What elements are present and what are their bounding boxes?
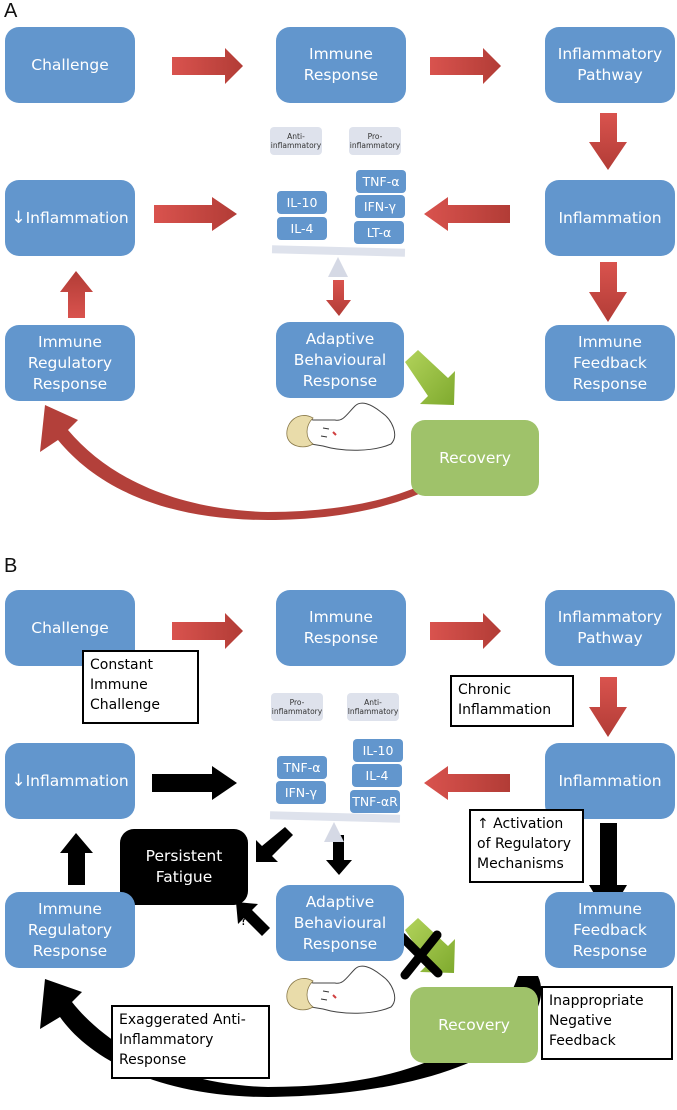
inflammatory-pathway-box: Inflammatory Pathway — [545, 27, 675, 103]
immune-regulatory-response-box: Immune Regulatory Response — [5, 325, 135, 401]
decrease-arrow-icon: ↓ — [11, 207, 26, 228]
chronic-inflammation-note: Chronic Inflammation — [450, 675, 574, 727]
constant-immune-challenge-note: Constant Immune Challenge — [82, 650, 199, 724]
immune-response-box: Immune Response — [276, 27, 406, 103]
arrow-feedback-to-regulatory-curve — [40, 976, 542, 1097]
question-mark: ? — [240, 913, 248, 929]
blocked-x-icon — [397, 930, 443, 980]
cytokine-il4: IL-4 — [352, 764, 402, 787]
decreased-inflammation-box: ↓Inflammation — [5, 743, 135, 819]
arrow-decrease-to-balance — [152, 766, 237, 800]
decrease-arrow-icon: ↓ — [11, 770, 26, 791]
balance-fulcrum — [324, 822, 344, 842]
cytokine-ifn-gamma: IFN-γ — [276, 781, 326, 804]
activation-regulatory-mechanisms-note: ↑ Activation of Regulatory Mechanisms — [469, 809, 584, 883]
cytokine-tnf-alpha: TNF-α — [356, 170, 406, 193]
arrow-challenge-to-immune-response — [172, 48, 243, 84]
arrow-pathway-to-inflammation — [589, 113, 627, 170]
balance-fulcrum — [328, 257, 348, 277]
sleeping-person-illustration — [286, 402, 396, 451]
adaptive-behavioural-response-box: Adaptive Behavioural Response — [276, 885, 404, 961]
immune-feedback-response-box: Immune Feedback Response — [545, 892, 675, 968]
panel-b-label: B — [4, 555, 18, 577]
arrow-regulatory-to-decrease — [60, 833, 93, 885]
arrow-inflammation-to-balance — [424, 766, 510, 800]
arrow-pathway-to-inflammation — [589, 677, 627, 737]
anti-inflammatory-tag: Anti- inflammatory — [270, 127, 322, 155]
arrow-decrease-to-balance — [154, 197, 237, 231]
sleeping-person-illustration — [286, 965, 396, 1014]
inappropriate-negative-feedback-note: Inappropriate Negative Feedback — [541, 986, 673, 1060]
immune-regulatory-response-box: Immune Regulatory Response — [5, 892, 135, 968]
arrow-challenge-to-immune-response — [172, 613, 243, 649]
cytokine-lt-alpha: LT-α — [354, 221, 404, 244]
arrow-immune-to-pathway — [430, 48, 501, 84]
cytokine-tnf-alpha-r: TNF-αR — [350, 790, 400, 813]
arrow-balance-to-adaptive — [326, 280, 351, 316]
arrow-adaptive-to-recovery — [405, 350, 455, 405]
arrow-immune-to-pathway — [430, 613, 501, 649]
panel-b-arrows — [40, 613, 627, 1097]
challenge-box: Challenge — [5, 27, 135, 103]
inflammation-box: Inflammation — [545, 743, 675, 819]
arrow-adaptive-to-fatigue — [236, 902, 270, 936]
panel-a: A Challenge Immune Response Inflammatory… — [4, 0, 675, 520]
cytokine-ifn-gamma: IFN-γ — [355, 195, 405, 218]
pro-inflammatory-tag: Pro- inflammatory — [349, 127, 401, 155]
cytokine-tnf-alpha: TNF-α — [277, 756, 327, 779]
persistent-fatigue-box: Persistent Fatigue — [120, 829, 248, 905]
recovery-box: Recovery — [411, 420, 539, 496]
arrow-balance-to-fatigue — [256, 827, 293, 862]
inflammatory-pathway-box: Inflammatory Pathway — [545, 590, 675, 666]
panel-b: B Challenge Immune Response Inflammatory… — [0, 555, 677, 1110]
arrow-balance-to-adaptive — [326, 835, 352, 875]
panel-a-arrows — [40, 48, 627, 520]
cytokine-il4: IL-4 — [277, 217, 327, 240]
immune-feedback-response-box: Immune Feedback Response — [545, 325, 675, 401]
exaggerated-anti-inflammatory-note: Exaggerated Anti- Inflammatory Response — [111, 1005, 270, 1079]
arrow-inflammation-to-balance — [424, 197, 510, 231]
decreased-inflammation-label: Inflammation — [25, 208, 129, 227]
decreased-inflammation-box: ↓Inflammation — [5, 180, 135, 256]
immune-response-box: Immune Response — [276, 590, 406, 666]
panel-a-label: A — [4, 0, 18, 22]
cytokine-il10: IL-10 — [277, 191, 327, 214]
recovery-box: Recovery — [410, 987, 538, 1063]
pro-inflammatory-tag: Pro- inflammatory — [271, 693, 323, 721]
decreased-inflammation-label: Inflammation — [25, 771, 129, 790]
arrow-inflammation-to-feedback — [589, 262, 627, 322]
inflammation-box: Inflammation — [545, 180, 675, 256]
adaptive-behavioural-response-box: Adaptive Behavioural Response — [276, 322, 404, 398]
cytokine-il10: IL-10 — [353, 739, 403, 762]
anti-inflammatory-tag: Anti- Inflammatory — [347, 693, 399, 721]
arrow-regulatory-to-decrease — [60, 271, 93, 318]
arrow-feedback-to-regulatory-curve — [40, 405, 489, 520]
